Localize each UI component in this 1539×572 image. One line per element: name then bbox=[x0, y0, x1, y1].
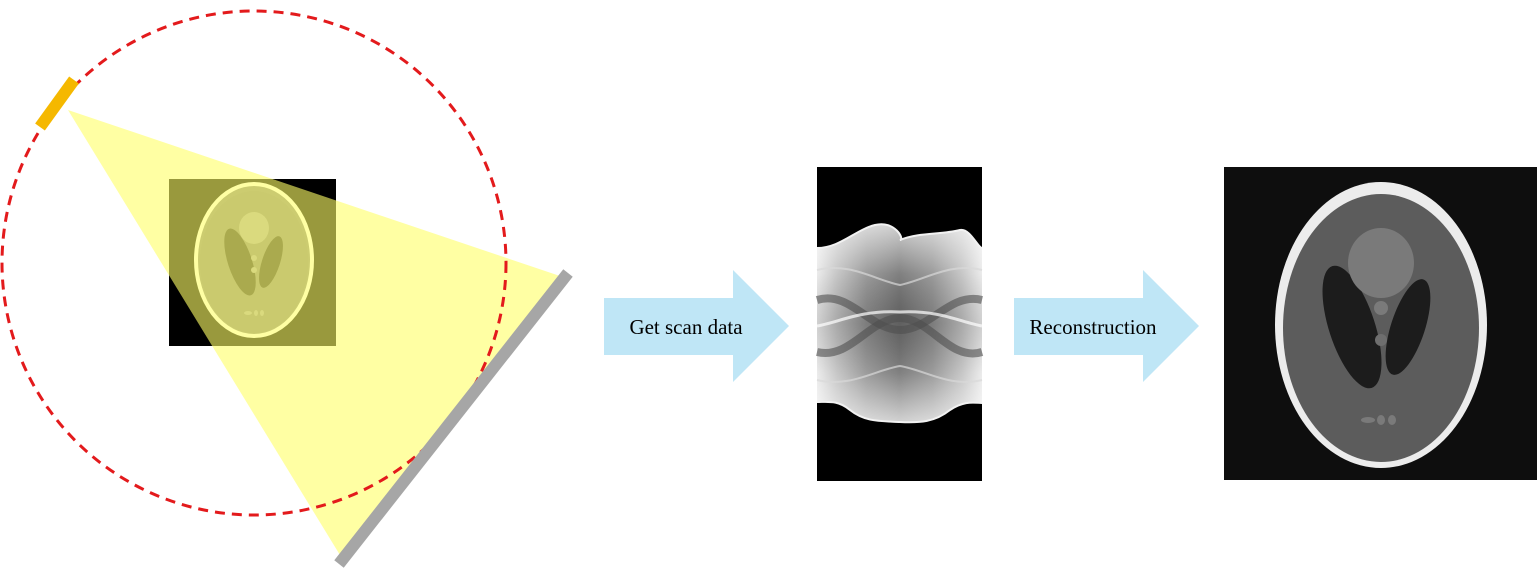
arrow-label: Get scan data bbox=[629, 315, 743, 339]
detector-icon bbox=[334, 269, 573, 568]
recon-bottom-spot bbox=[1361, 417, 1375, 423]
sinogram-trace bbox=[816, 313, 984, 358]
recon-lower-dot bbox=[1375, 334, 1387, 346]
recon-center-dot bbox=[1374, 301, 1388, 315]
sinogram-shading bbox=[817, 224, 982, 423]
arrow-shape bbox=[1014, 270, 1199, 382]
reconstruction-image bbox=[1224, 167, 1537, 480]
x-ray-source-icon bbox=[35, 76, 79, 131]
get-scan-data-arrow: Get scan data bbox=[604, 270, 789, 382]
recon-right-ventricle bbox=[1385, 279, 1431, 375]
sinogram-bottom-edge bbox=[816, 400, 983, 424]
sinogram-trace bbox=[816, 364, 983, 383]
recon-bottom-spot bbox=[1377, 415, 1385, 425]
sinogram-top-edge bbox=[816, 223, 983, 249]
sinogram-trace bbox=[816, 267, 983, 287]
arrow-shape bbox=[604, 270, 789, 382]
reconstruction-arrow: Reconstruction bbox=[1014, 270, 1199, 382]
sinogram-trace bbox=[816, 310, 983, 328]
x-ray-fan-beam bbox=[68, 110, 560, 560]
recon-top-blob bbox=[1348, 228, 1414, 298]
sinogram-trace bbox=[815, 294, 983, 335]
scanner-geometry bbox=[0, 9, 573, 568]
source-orbit-circle bbox=[0, 9, 508, 517]
sinogram-image bbox=[815, 167, 984, 481]
arrow-label: Reconstruction bbox=[1029, 315, 1157, 339]
recon-bottom-spot bbox=[1388, 415, 1396, 425]
recon-brain bbox=[1283, 194, 1479, 462]
recon-left-ventricle bbox=[1322, 265, 1382, 389]
